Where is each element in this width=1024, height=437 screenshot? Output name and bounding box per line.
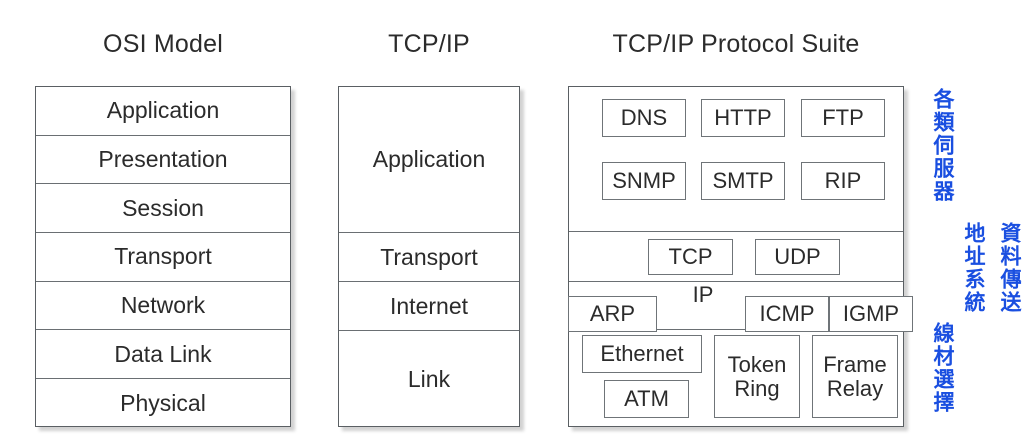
osi-layer-transport: Transport [36,233,290,282]
osi-layer-application: Application [36,87,290,136]
protocol-chip-frame-relay: Frame Relay [812,335,898,418]
tcpip-column-title: TCP/IP [388,30,470,58]
suite-band-link: Ethernet ATM Token Ring Frame Relay [569,330,903,425]
tcpip-layer-internet: Internet [339,282,519,331]
tcpip-model-stack: Application Transport Internet Link [338,86,520,427]
protocol-chip-ethernet: Ethernet [582,335,702,373]
protocol-chip-dns: DNS [602,99,686,137]
protocol-chip-rip: RIP [801,162,885,200]
protocol-label-ip: IP [692,282,714,307]
osi-layer-network: Network [36,282,290,331]
protocol-chip-snmp: SNMP [602,162,686,200]
protocol-chip-smtp: SMTP [701,162,785,200]
tcpip-layer-link: Link [407,366,451,392]
osi-layer-data-link: Data Link [36,330,290,380]
suite-band-application: DNS HTTP FTP SNMP SMTP RIP [569,87,903,232]
annotation-data-transmission: 資料傳送 [998,222,1022,314]
osi-column-title: OSI Model [103,30,223,58]
protocol-chip-igmp: IGMP [829,296,913,332]
protocol-chip-udp: UDP [755,239,840,275]
osi-layer-presentation: Presentation [36,136,290,185]
annotation-servers: 各類伺服器 [931,88,955,203]
protocol-chip-ftp: FTP [801,99,885,137]
tcpip-layer-transport: Transport [339,233,519,282]
protocol-chip-icmp: ICMP [745,296,829,332]
osi-model-stack: Application Presentation Session Transpo… [35,86,291,427]
osi-layer-session: Session [36,184,290,234]
protocol-chip-http: HTTP [701,99,785,137]
osi-layer-physical: Physical [120,389,206,416]
protocol-chip-arp: ARP [568,296,657,332]
suite-column-title: TCP/IP Protocol Suite [612,30,860,58]
annotation-cable-selection: 線材選擇 [931,322,955,414]
suite-band-transport: TCP UDP [569,232,903,282]
protocol-chip-atm: ATM [604,380,689,418]
protocol-suite-stack: DNS HTTP FTP SNMP SMTP RIP TCP UDP ARP I… [568,86,913,427]
protocol-chip-tcp: TCP [648,239,733,275]
protocol-chip-token-ring: Token Ring [714,335,800,418]
suite-band-internet: ARP IP ICMP IGMP [568,282,913,332]
annotation-address-system: 地址系統 [962,222,986,314]
tcpip-layer-application: Application [339,87,519,233]
